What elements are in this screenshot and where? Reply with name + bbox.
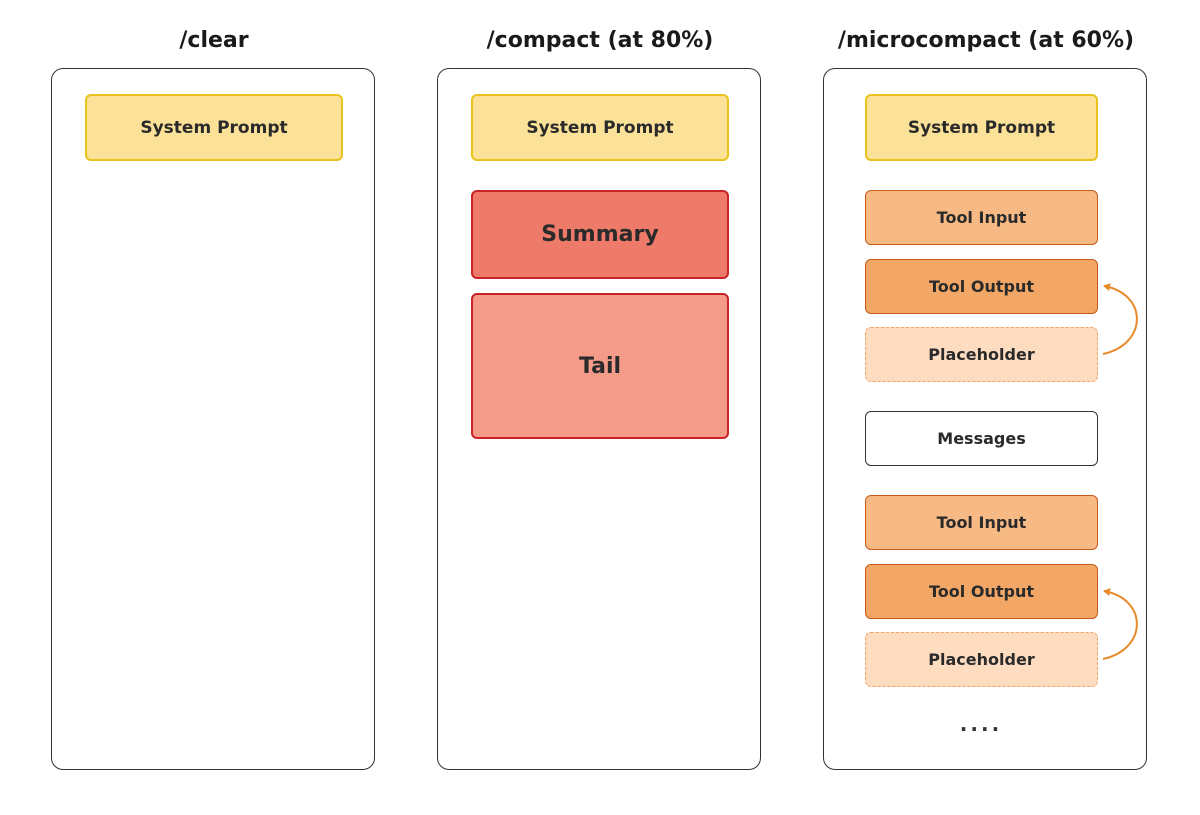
tool-output-2: Tool Output bbox=[865, 564, 1098, 619]
compact-system-prompt: System Prompt bbox=[471, 94, 729, 161]
compact-tail: Tail bbox=[471, 293, 729, 439]
replacement-arrow-2 bbox=[1102, 588, 1138, 660]
clear-panel bbox=[51, 68, 375, 770]
clear-system-prompt: System Prompt bbox=[85, 94, 343, 161]
messages-block: Messages bbox=[865, 411, 1098, 466]
tool-input-1: Tool Input bbox=[865, 190, 1098, 245]
tool-output-1: Tool Output bbox=[865, 259, 1098, 314]
continuation-ellipsis: .... bbox=[959, 712, 1003, 736]
column-title-compact: /compact (at 80%) bbox=[486, 28, 714, 53]
microcompact-system-prompt: System Prompt bbox=[865, 94, 1098, 161]
column-title-clear: /clear bbox=[179, 28, 249, 53]
compact-summary: Summary bbox=[471, 190, 729, 279]
placeholder-2: Placeholder bbox=[865, 632, 1098, 687]
tool-input-2: Tool Input bbox=[865, 495, 1098, 550]
column-title-microcompact: /microcompact (at 60%) bbox=[837, 28, 1135, 53]
replacement-arrow-1 bbox=[1102, 283, 1138, 355]
placeholder-1: Placeholder bbox=[865, 327, 1098, 382]
